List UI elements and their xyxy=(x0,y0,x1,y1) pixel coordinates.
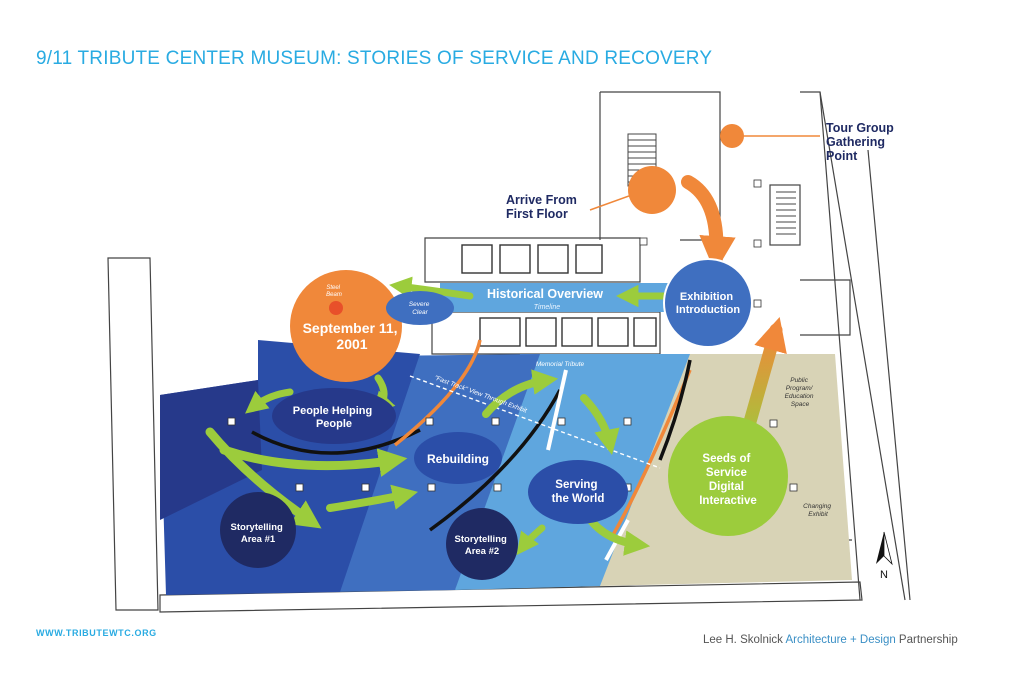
public-program-label-3: Education xyxy=(785,393,814,400)
credit-accent: Architecture + Design xyxy=(785,634,896,646)
svg-text:Public Program/ Educat: Public Program/ Education Space xyxy=(785,377,816,408)
orange-wall-arc-1 xyxy=(393,339,482,447)
arrow-left-mid xyxy=(219,445,408,477)
public-program-label-4: Space xyxy=(791,401,810,408)
steel-beam-dot xyxy=(329,301,343,315)
arrow-left-down xyxy=(205,427,322,529)
tour-group-point-circle xyxy=(720,124,744,148)
svg-text:Storytelling Area #2: Storytelling Area #2 xyxy=(455,534,510,557)
black-wall-arc-3 xyxy=(658,359,692,461)
page-title: 9/11 TRIBUTE CENTER MUSEUM: STORIES OF S… xyxy=(36,48,713,69)
storytelling-2-label-2: Area #2 xyxy=(465,546,499,557)
storytelling-1-circle xyxy=(220,492,296,568)
black-wall-arc-left xyxy=(251,428,421,455)
arrow-bottom-right xyxy=(326,484,419,512)
fast-track-line xyxy=(409,375,661,469)
credit-suffix: Partnership xyxy=(895,634,958,646)
arrow-rebuild-up xyxy=(482,369,559,418)
storytelling-2-label-1: Storytelling xyxy=(455,534,507,545)
zone-dark-wedge xyxy=(160,380,262,520)
changing-exhibit-label-2: Exhibit xyxy=(808,511,829,518)
storytelling-1-label-1: Storytelling xyxy=(231,522,283,533)
public-program-label-1: Public xyxy=(790,377,808,384)
svg-text:Severe Clear: Severe Clear xyxy=(409,301,431,316)
rebuilding-label: Rebuilding xyxy=(427,452,489,466)
svg-text:People Helping People: People Helping People xyxy=(293,405,376,430)
seeds-label-3: Digital xyxy=(709,481,744,493)
arrive-label-1: Arrive From xyxy=(506,193,577,207)
tour-group-label-1: Tour Group xyxy=(826,121,894,135)
severe-clear-label-1: Severe xyxy=(409,301,430,308)
arrow-overview-to-sept11 xyxy=(389,276,474,300)
september-11-label-1: September 11, xyxy=(303,320,398,336)
svg-text:Tour Group Gathering P: Tour Group Gathering Point xyxy=(826,121,897,163)
arrive-label-2: First Floor xyxy=(506,207,568,221)
rebuilding-ellipse xyxy=(414,432,502,484)
people-helping-label-1: People Helping xyxy=(293,405,372,417)
changing-exhibit-label-1: Changing xyxy=(803,503,831,510)
serving-world-label-1: Serving xyxy=(555,479,597,491)
exhibition-intro-label-1: Exhibition xyxy=(680,291,733,303)
public-program-label-2: Program/ xyxy=(786,385,814,392)
svg-text:Arrive From First Floor: Arrive From First Floor xyxy=(506,193,580,221)
svg-text:Serving the World: Serving the World xyxy=(552,479,605,505)
storytelling-2-circle xyxy=(446,508,518,580)
memorial-tribute-wall xyxy=(546,369,568,451)
people-helping-label-2: People xyxy=(316,418,352,430)
svg-text:Storytelling Area #1: Storytelling Area #1 xyxy=(231,522,286,545)
memorial-tribute-label: Memorial Tribute xyxy=(536,361,585,368)
arrow-arrive-to-intro xyxy=(681,175,736,273)
steel-beam-label-1: Steel xyxy=(326,285,340,291)
credit-name: Lee H. Skolnick xyxy=(703,634,786,646)
website-link[interactable]: WWW.TRIBUTEWTC.ORG xyxy=(36,628,157,638)
north-label: N xyxy=(880,569,888,581)
orange-wall-arc-2 xyxy=(608,369,692,541)
black-wall-arc-mid xyxy=(428,389,562,532)
svg-text:Changing Exhibit: Changing Exhibit xyxy=(803,503,833,518)
credit-line: Lee H. Skolnick Architecture + Design Pa… xyxy=(703,634,958,646)
svg-text:Seeds of Service Digit: Seeds of Service Digital Interactive xyxy=(699,453,757,507)
people-helping-ellipse xyxy=(272,388,396,444)
svg-text:Steel Beam: Steel Beam xyxy=(326,285,342,298)
arrow-to-left xyxy=(245,388,294,414)
historical-overview-label: Historical Overview xyxy=(487,287,603,301)
seeds-label-2: Service xyxy=(706,467,747,479)
stair-right xyxy=(776,191,796,235)
tour-group-label-3: Point xyxy=(826,149,858,163)
seeds-label-4: Interactive xyxy=(699,495,757,507)
exhibition-intro-label-2: Introduction xyxy=(676,304,740,316)
arrow-memorial-down xyxy=(580,394,620,456)
north-arrow-icon xyxy=(876,531,893,566)
seeds-label-1: Seeds of xyxy=(702,453,750,465)
svg-text:Exhibition Introduction: Exhibition Introduction xyxy=(676,291,740,316)
exhibition-intro-circle xyxy=(663,258,753,348)
serving-world-label-2: the World xyxy=(552,493,605,505)
serving-world-ellipse xyxy=(528,460,628,524)
svg-text:September 11, 2001: September 11, 2001 xyxy=(303,320,402,352)
seeds-circle xyxy=(668,416,788,536)
arrive-circle xyxy=(628,166,676,214)
arrow-to-story2 xyxy=(516,524,546,556)
september-11-label-2: 2001 xyxy=(336,336,367,352)
severe-clear-ellipse xyxy=(386,291,454,325)
storytelling-1-label-2: Area #1 xyxy=(241,534,276,545)
display-cases xyxy=(461,244,657,347)
severe-clear-label-2: Clear xyxy=(412,309,428,316)
timeline-label: Timeline xyxy=(534,304,560,311)
september-11-circle xyxy=(290,270,402,382)
tour-group-label-2: Gathering xyxy=(826,135,885,149)
steel-beam-label-2: Beam xyxy=(326,292,342,298)
